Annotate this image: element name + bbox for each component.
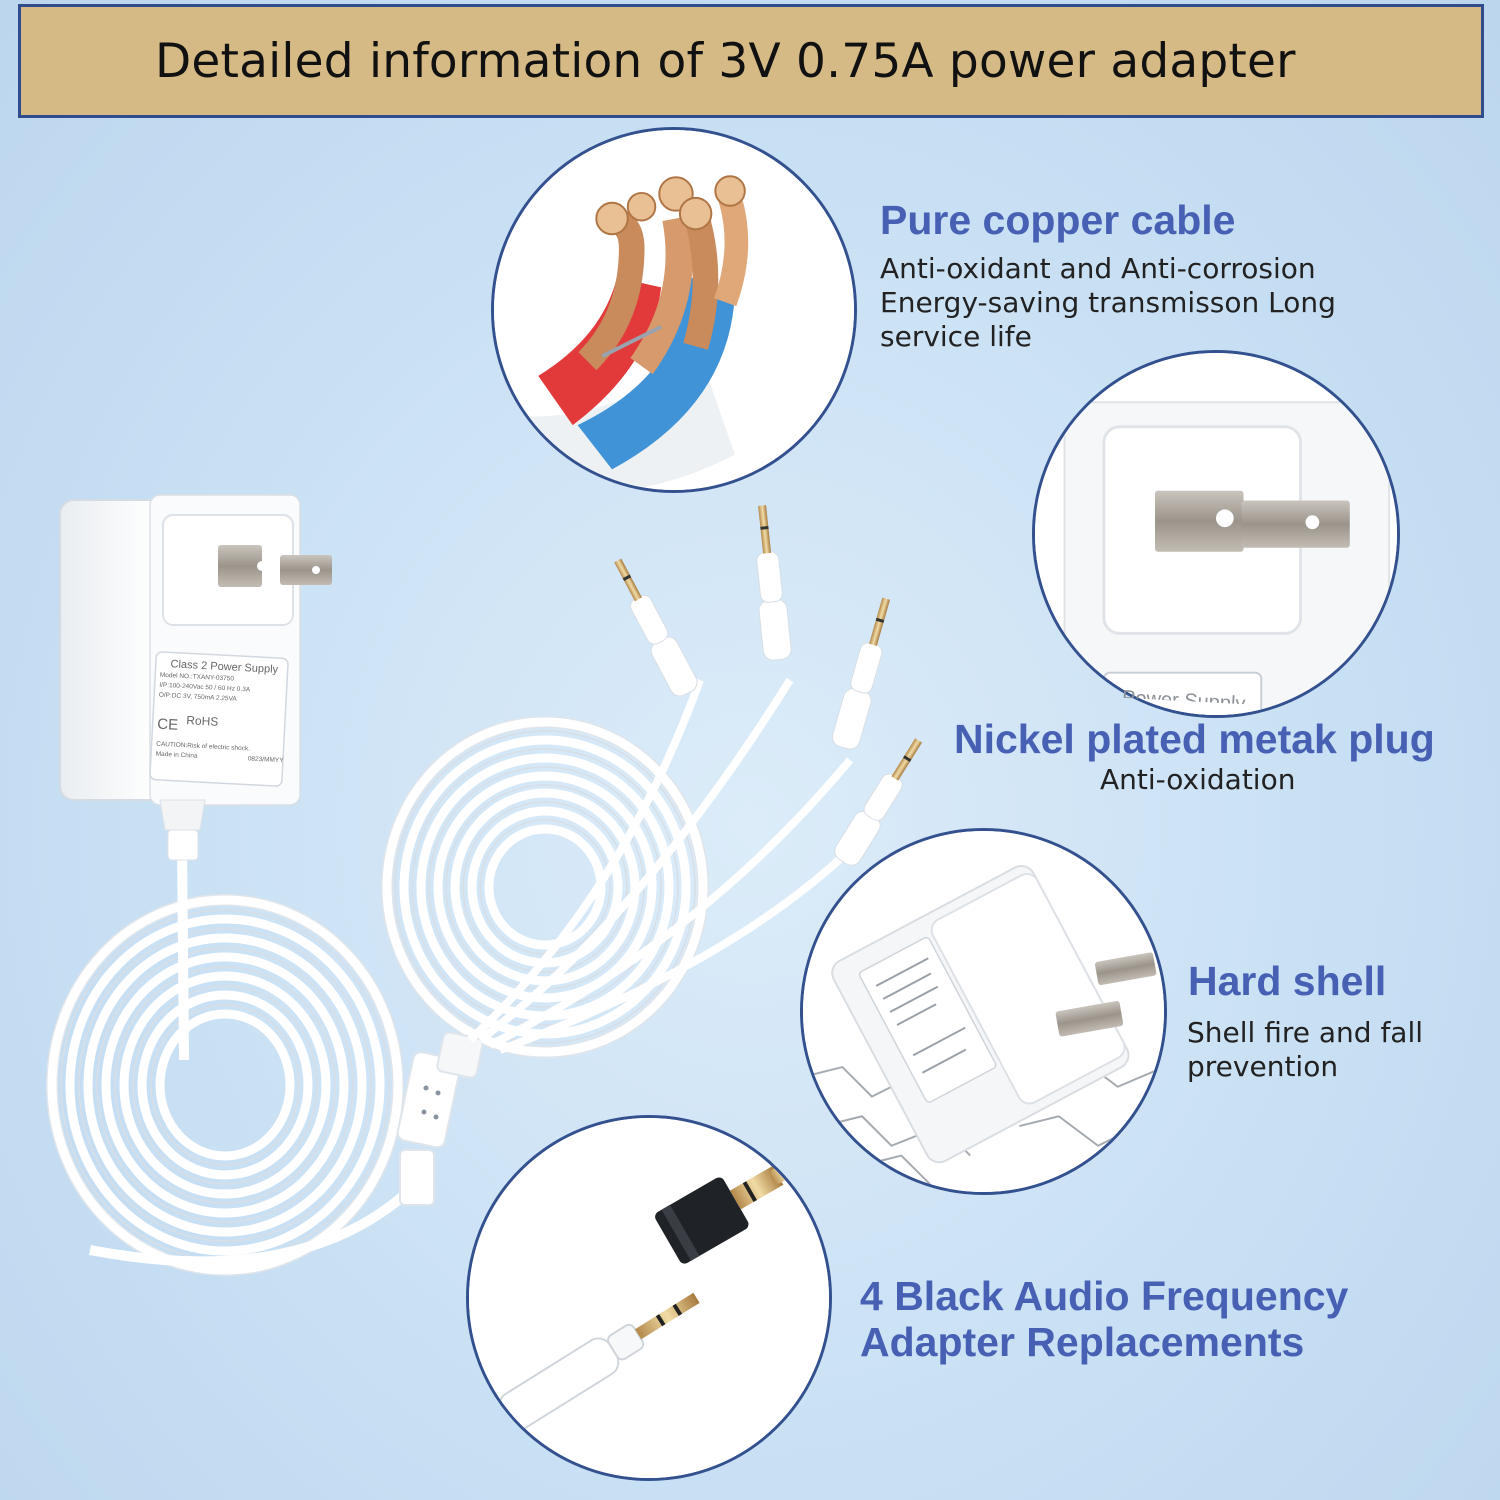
jack-3 (831, 597, 891, 750)
output-cables (467, 677, 863, 1054)
copper-desc-line: Anti-oxidant and Anti-corrosion (880, 252, 1316, 285)
copper-desc-line: service life (880, 320, 1032, 353)
audio-adapter-zoom (466, 1115, 832, 1481)
shell-desc: Shell fire and fall prevention (1187, 1016, 1423, 1084)
power-adapter (59, 494, 332, 861)
left-cable-coil-shadow (60, 909, 390, 1261)
plug-desc-line: Anti-oxidation (1100, 763, 1296, 796)
left-cable-coil (46, 894, 404, 1276)
label-date: 0823/MMYY (247, 755, 284, 765)
jack-4 (834, 738, 923, 866)
shell-desc-line: Shell fire and fall (1187, 1016, 1424, 1049)
splitter-cable (89, 1163, 425, 1267)
ce-mark: CE (156, 715, 179, 734)
hard-shell-zoom (800, 828, 1167, 1195)
jack-1 (614, 558, 698, 697)
plug-desc: Anti-oxidation (1100, 763, 1295, 797)
page-title: Detailed information of 3V 0.75A power a… (155, 33, 1296, 89)
title-banner: Detailed information of 3V 0.75A power a… (18, 4, 1484, 118)
cable-splitter (396, 1031, 484, 1206)
adapter-label: Class 2 Power Supply Model NO.:TXANY-037… (155, 657, 288, 767)
rohs-mark: RoHS (185, 713, 219, 729)
copper-cable-zoom (491, 127, 857, 493)
plug-zoom (1032, 350, 1400, 718)
right-cable-coil (381, 716, 709, 1058)
label-made: Made in China (155, 750, 198, 760)
shell-desc-line: prevention (1187, 1050, 1339, 1083)
audio-title-line: Adapter Replacements (860, 1319, 1305, 1365)
copper-desc: Anti-oxidant and Anti-corrosion Energy-s… (880, 252, 1336, 354)
adapter-cable (177, 839, 189, 1061)
audio-title-line: 4 Black Audio Frequency (860, 1273, 1349, 1319)
jack-2 (756, 505, 792, 661)
shell-title: Hard shell (1188, 958, 1387, 1004)
copper-title: Pure copper cable (880, 197, 1236, 243)
audio-title: 4 Black Audio Frequency Adapter Replacem… (860, 1273, 1348, 1365)
plug-title: Nickel plated metak plug (954, 716, 1435, 762)
copper-desc-line: Energy-saving transmisson Long (880, 286, 1336, 319)
